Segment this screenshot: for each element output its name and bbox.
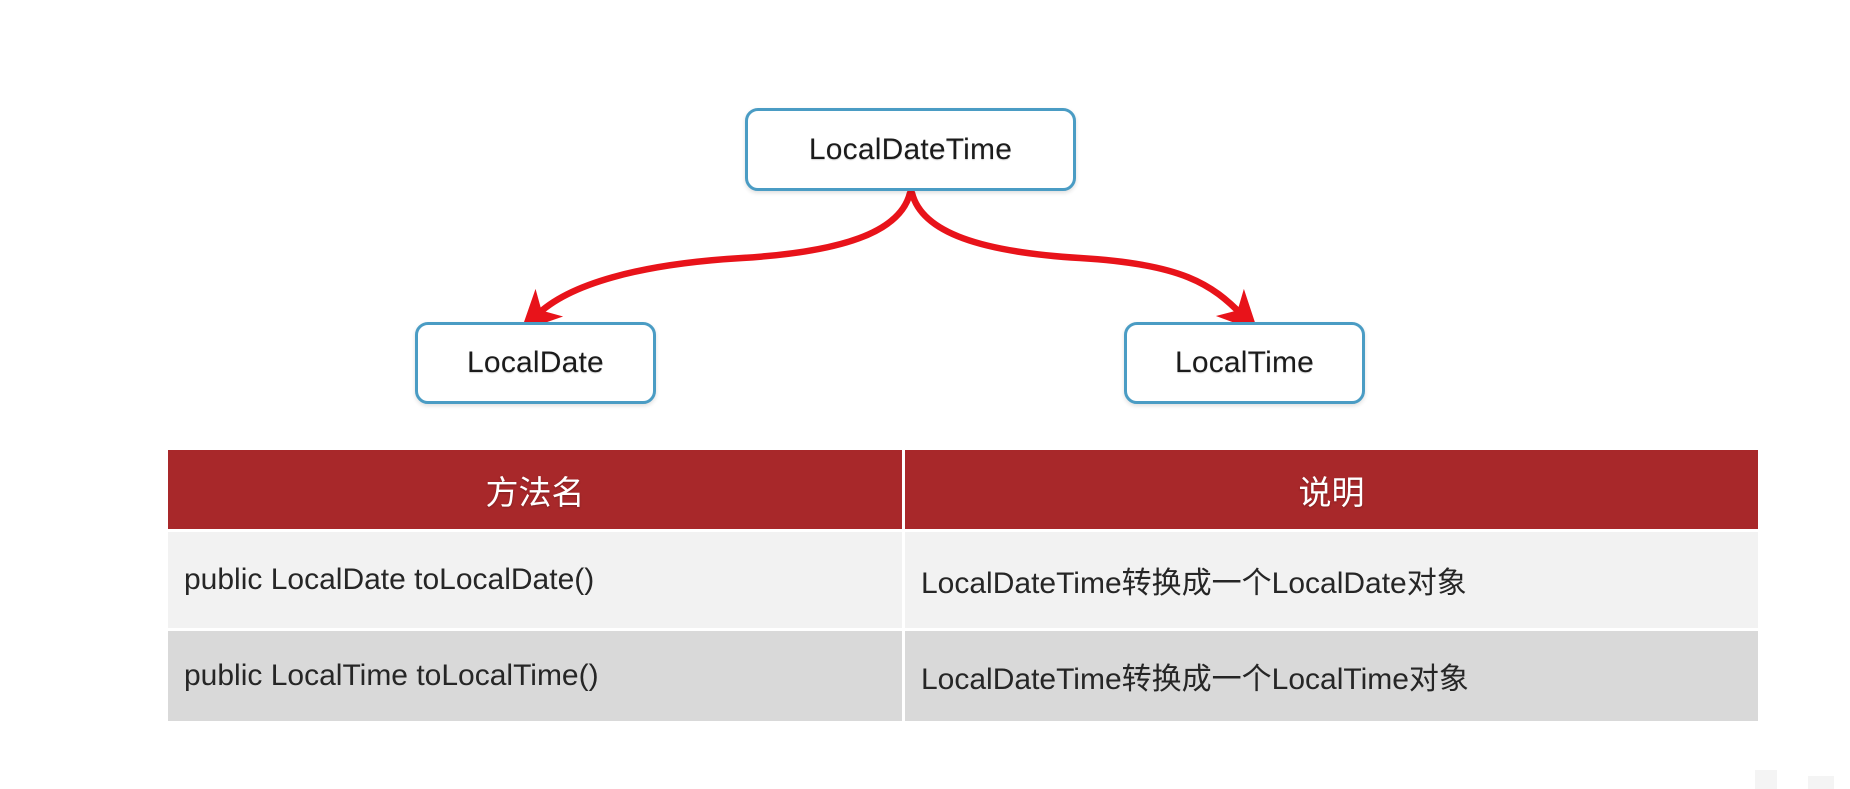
cell-method: public LocalDate toLocalDate() — [168, 529, 905, 628]
arrow-layer — [520, 189, 1258, 332]
node-localdatetime-label: LocalDateTime — [808, 132, 1013, 166]
page-artifact — [1808, 776, 1834, 789]
arrow-localdatetime-to-localdate — [520, 189, 914, 332]
node-localdate-label: LocalDate — [467, 346, 604, 379]
node-localdatetime[interactable]: LocalDateTime — [745, 108, 1076, 191]
table-header-method: 方法名 — [168, 450, 905, 529]
cell-method: public LocalTime toLocalTime() — [168, 628, 905, 721]
cell-description: LocalDateTime转换成一个LocalTime对象 — [905, 628, 1758, 721]
class-diagram: LocalDateTime LocalDate LocalTime — [415, 108, 1365, 404]
node-localtime-label: LocalTime — [1174, 346, 1315, 379]
table-row: public LocalDate toLocalDate() LocalDate… — [168, 529, 1758, 628]
table-row: public LocalTime toLocalTime() LocalDate… — [168, 628, 1758, 721]
node-localtime[interactable]: LocalTime — [1124, 322, 1365, 404]
method-table: 方法名 说明 public LocalDate toLocalDate() Lo… — [168, 450, 1758, 721]
arrow-localdatetime-to-localtime — [908, 189, 1258, 332]
table-header-row: 方法名 说明 — [168, 450, 1758, 529]
page-artifact — [1755, 770, 1777, 789]
node-localdate[interactable]: LocalDate — [415, 322, 656, 404]
cell-description: LocalDateTime转换成一个LocalDate对象 — [905, 529, 1758, 628]
table-header-description: 说明 — [905, 450, 1758, 529]
